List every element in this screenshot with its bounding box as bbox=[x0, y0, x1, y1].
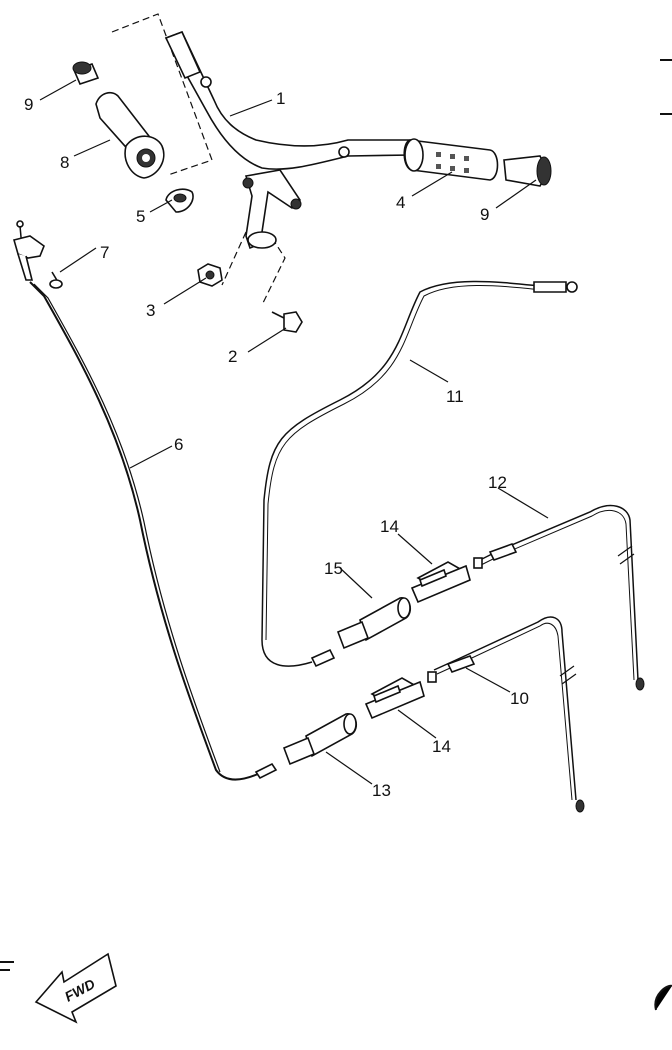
grommet bbox=[165, 188, 194, 213]
cable-sleeve-13 bbox=[282, 713, 358, 766]
callout-2: 2 bbox=[228, 347, 237, 366]
callout-1: 1 bbox=[276, 89, 285, 108]
callout-6: 6 bbox=[174, 435, 183, 454]
callout-10: 10 bbox=[510, 689, 529, 708]
callout-14-upper: 14 bbox=[380, 517, 399, 536]
nut bbox=[197, 263, 223, 287]
left-grip bbox=[95, 91, 165, 179]
callout-14-lower: 14 bbox=[432, 737, 451, 756]
callout-8: 8 bbox=[60, 153, 69, 172]
junction-clip-lower bbox=[364, 677, 425, 720]
handlebar bbox=[164, 30, 413, 250]
throttle-cable bbox=[13, 220, 278, 781]
junction-clip-upper bbox=[410, 561, 471, 604]
callout-11: 11 bbox=[446, 387, 464, 406]
left-grip-group-outline bbox=[111, 13, 286, 306]
bolt bbox=[271, 311, 303, 333]
bar-end-right bbox=[503, 155, 552, 187]
callout-9-left: 9 bbox=[24, 95, 33, 114]
choke-cable bbox=[261, 280, 578, 668]
fwd-arrow-icon: FWD bbox=[34, 952, 117, 1024]
bar-end-left bbox=[72, 61, 100, 85]
callout-7: 7 bbox=[100, 243, 109, 262]
callout-5: 5 bbox=[136, 207, 145, 226]
leader-lines bbox=[39, 79, 549, 785]
callout-3: 3 bbox=[146, 301, 155, 320]
cable-sleeve-15 bbox=[336, 597, 412, 650]
callout-4: 4 bbox=[396, 193, 405, 212]
callout-15: 15 bbox=[324, 559, 343, 578]
cable-12 bbox=[473, 504, 645, 691]
screw bbox=[49, 271, 63, 289]
callout-12: 12 bbox=[488, 473, 507, 492]
callout-labels: 1 2 3 4 5 6 7 8 9 9 10 11 12 13 14 14 15 bbox=[24, 89, 529, 800]
right-grip bbox=[403, 138, 499, 181]
callout-13: 13 bbox=[372, 781, 391, 800]
cable-10 bbox=[427, 616, 585, 813]
callout-9-right: 9 bbox=[480, 205, 489, 224]
edge-marks bbox=[0, 59, 672, 1011]
